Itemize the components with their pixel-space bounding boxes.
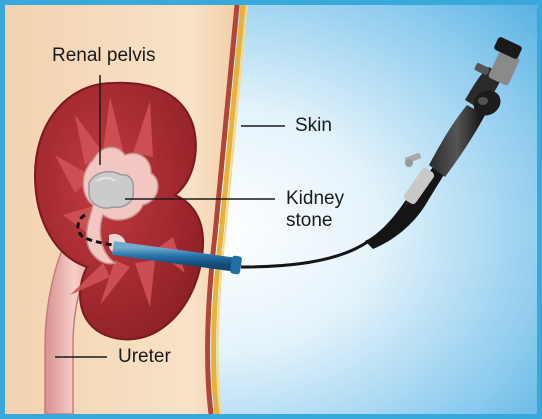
ureter-label: Ureter (118, 346, 171, 368)
skin-label: Skin (295, 115, 332, 137)
renal-pelvis-label: Renal pelvis (52, 45, 156, 67)
kidney-stone (89, 172, 133, 208)
kidney-stone-label: Kidney stone (286, 188, 356, 232)
